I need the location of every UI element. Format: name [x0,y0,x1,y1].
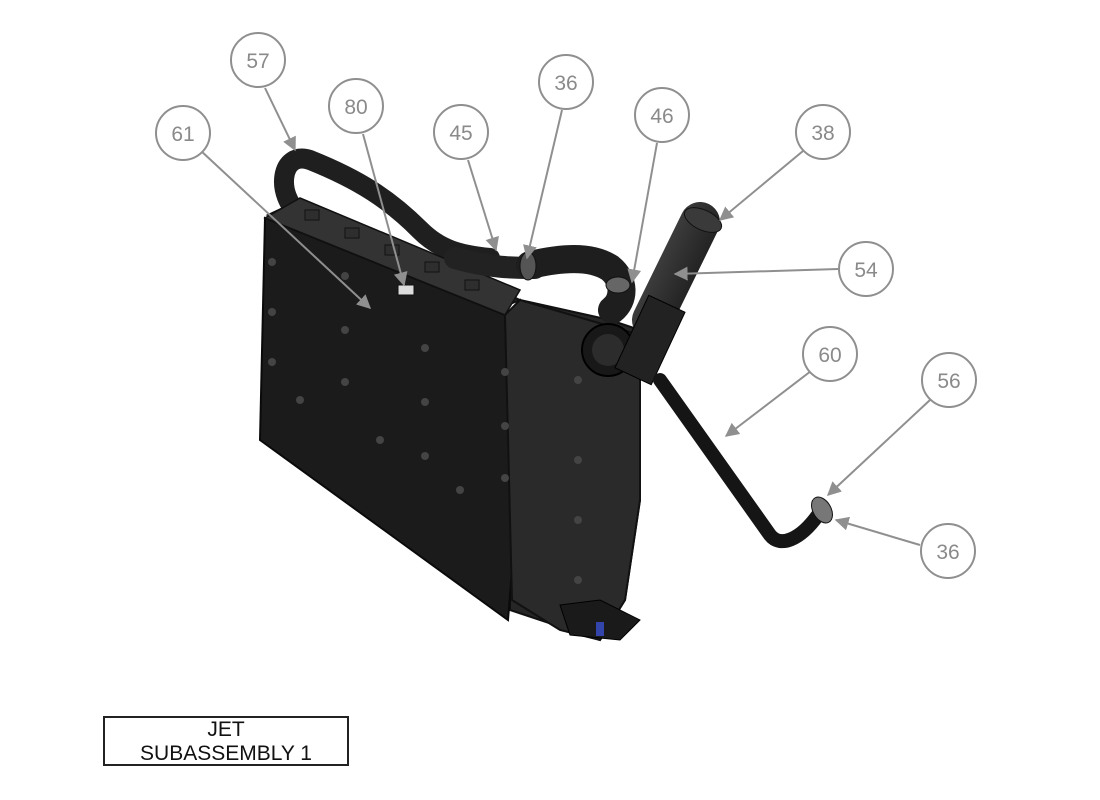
balloon-56: 56 [921,352,977,408]
top-hose-57 [274,148,500,268]
fitting-80 [397,284,415,296]
balloon-36-top: 36 [538,54,594,110]
balloon-36-bottom: 36 [920,523,976,579]
callouts: 61 57 80 45 36 46 38 54 [155,32,977,579]
bottom-nozzle [559,599,641,641]
balloon-45: 45 [433,104,489,160]
clamp-46 [605,276,631,294]
svg-text:80: 80 [344,96,367,119]
housing-side [503,298,641,642]
jet-subassembly-render [258,148,833,642]
title-line-1: JET [207,718,245,741]
housing-top-rim [263,197,522,316]
balloon-54: 54 [838,241,894,297]
svg-text:61: 61 [171,123,194,146]
elbow-fitting [516,245,636,324]
balloon-80: 80 [328,78,384,134]
svg-text:60: 60 [818,344,841,367]
balloon-57: 57 [230,32,286,88]
svg-text:45: 45 [449,122,472,145]
svg-text:36: 36 [554,72,577,95]
svg-text:36: 36 [936,541,959,564]
top-bolts [304,209,480,291]
hose-60 [653,373,825,549]
housing-bolts [268,258,582,584]
svg-text:54: 54 [854,259,878,282]
hose-connector [614,294,686,386]
title-block: JET SUBASSEMBLY 1 [103,716,349,766]
balloon-61: 61 [155,105,211,161]
balloon-38: 38 [795,104,851,160]
balloon-46: 46 [634,87,690,143]
svg-text:57: 57 [246,50,269,73]
title-line-2: SUBASSEMBLY 1 [140,742,312,765]
clamp-38 [683,207,723,233]
svg-text:56: 56 [937,370,960,393]
svg-text:46: 46 [650,105,673,128]
svg-text:38: 38 [811,122,834,145]
balloon-60: 60 [802,326,858,382]
clamp-56 [811,496,833,524]
